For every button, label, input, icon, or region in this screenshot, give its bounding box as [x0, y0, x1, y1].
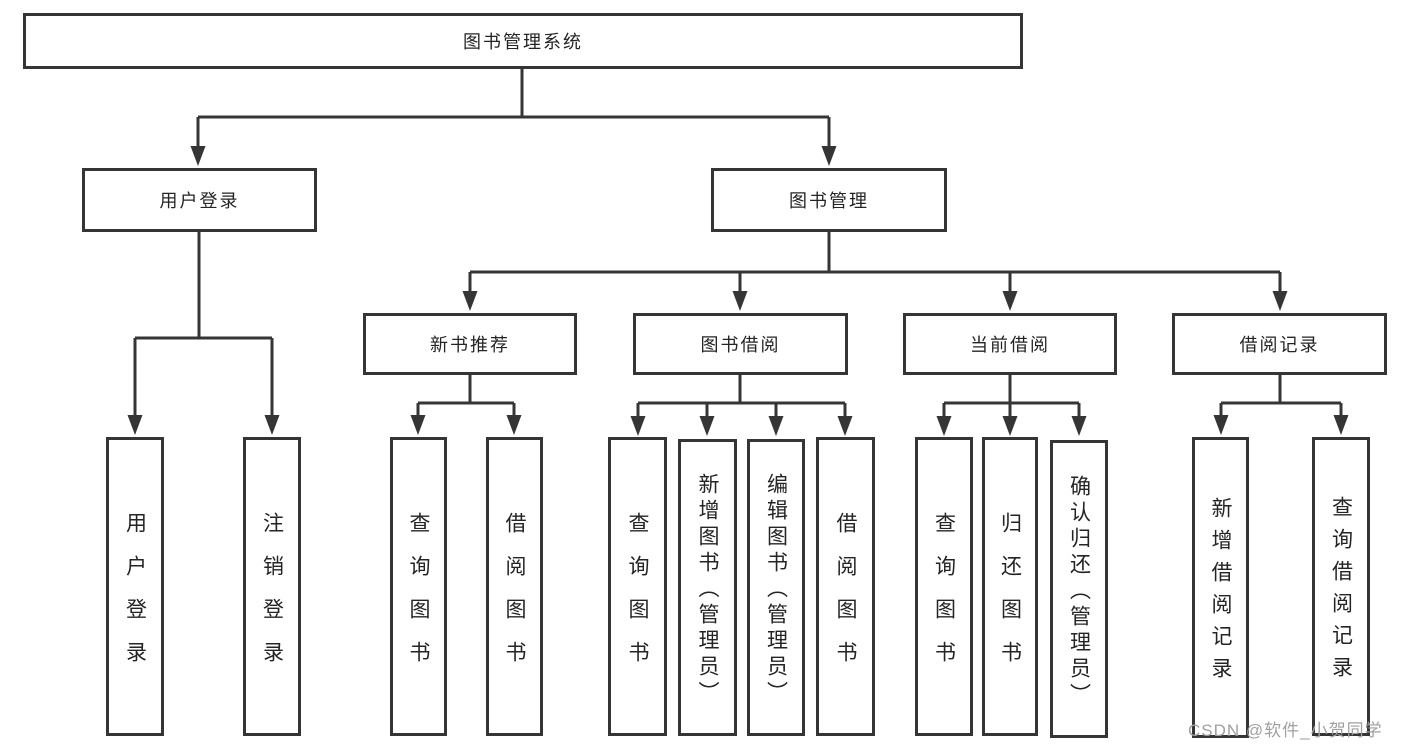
node-user-login: 用户登录 [82, 168, 317, 232]
leaf-label: 借阅图书 [503, 511, 526, 684]
node-label: 借阅记录 [1239, 335, 1320, 355]
leaf-newrec-query-books: 查询图书 [390, 437, 447, 736]
watermark-text: CSDN @软件_小贺同学 [1188, 721, 1383, 740]
node-label: 图书管理 [789, 191, 869, 211]
leaf-records-query-borrow-record: 查询借阅记录 [1312, 437, 1370, 736]
leaf-borrow-borrow-books: 借阅图书 [816, 437, 875, 736]
leaf-label: 借阅图书 [834, 511, 857, 684]
node-label: 图书借阅 [700, 335, 781, 355]
node-book-management: 图书管理 [711, 168, 947, 232]
node-library-management-system: 图书管理系统 [23, 13, 1023, 69]
leaf-label: 查询图书 [407, 511, 430, 684]
leaf-borrow-add-books-admin: 新增图书（管理员） [678, 439, 737, 736]
leaf-label: 用户登录 [123, 511, 147, 684]
leaf-logout-login: 注销登录 [243, 437, 301, 736]
leaf-user-login: 用户登录 [106, 437, 164, 736]
leaf-newrec-borrow-books: 借阅图书 [486, 437, 543, 736]
node-label: 图书管理系统 [463, 32, 583, 52]
leaf-label: 注销登录 [260, 511, 284, 684]
node-current-borrowing: 当前借阅 [903, 313, 1117, 375]
leaf-records-add-borrow-record: 新增借阅记录 [1192, 437, 1249, 738]
leaf-label: 确认归还（管理员） [1067, 474, 1091, 709]
node-label: 当前借阅 [970, 335, 1050, 355]
leaf-borrow-query-books: 查询图书 [608, 437, 667, 736]
node-label: 新书推荐 [430, 335, 510, 355]
leaf-label: 查询图书 [932, 511, 956, 684]
leaf-label: 归还图书 [998, 511, 1022, 684]
leaf-label: 新增借阅记录 [1209, 497, 1232, 689]
leaf-label: 新增图书（管理员） [696, 473, 719, 707]
leaf-current-return-books: 归还图书 [982, 437, 1038, 736]
leaf-label: 编辑图书（管理员） [764, 473, 788, 707]
leaf-current-confirm-return-admin: 确认归还（管理员） [1050, 440, 1108, 738]
leaf-current-query-books: 查询图书 [915, 437, 973, 736]
node-book-borrowing: 图书借阅 [633, 313, 848, 375]
leaf-label: 查询图书 [626, 511, 649, 684]
leaf-borrow-edit-books-admin: 编辑图书（管理员） [747, 439, 805, 736]
node-new-book-recommendation: 新书推荐 [363, 313, 577, 375]
leaf-label: 查询借阅记录 [1329, 496, 1353, 688]
node-label: 用户登录 [159, 191, 240, 211]
node-borrowing-records: 借阅记录 [1172, 313, 1387, 375]
